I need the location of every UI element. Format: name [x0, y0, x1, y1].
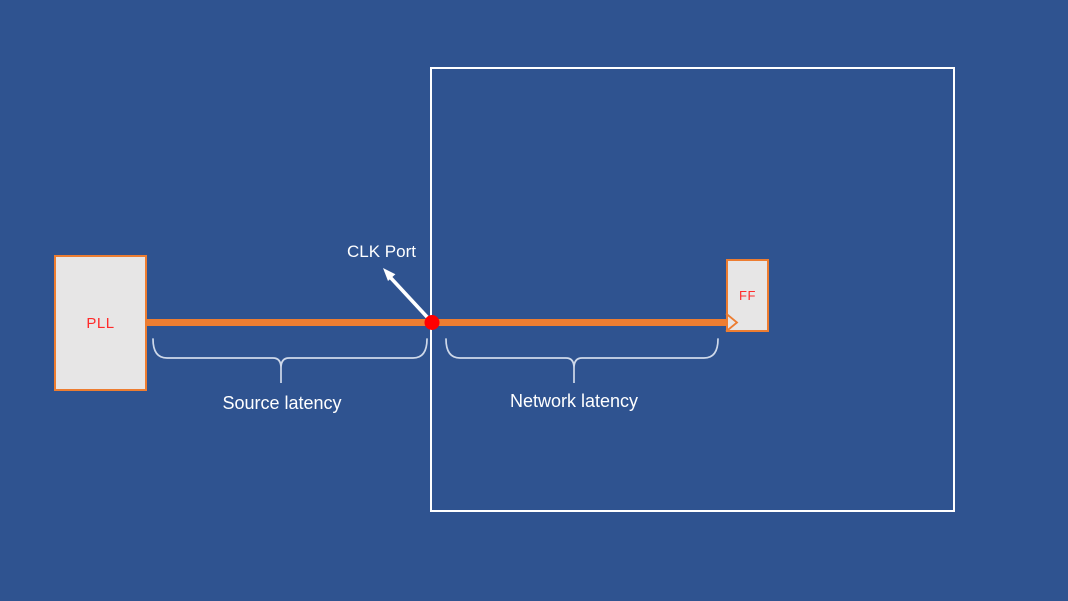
source-latency-brace	[152, 338, 428, 383]
clk-port-label: CLK Port	[347, 242, 416, 261]
chip-boundary	[430, 67, 955, 512]
pll-box: PLL	[54, 255, 147, 391]
clk-port-arrowhead-icon	[383, 268, 396, 281]
ff-box: FF	[726, 259, 769, 332]
source-latency-label: Source latency	[222, 393, 342, 413]
pll-label: PLL	[86, 314, 115, 332]
ff-label: FF	[739, 288, 756, 303]
clk-port-arrow-icon	[388, 275, 430, 320]
network-latency-label: Network latency	[509, 391, 639, 411]
